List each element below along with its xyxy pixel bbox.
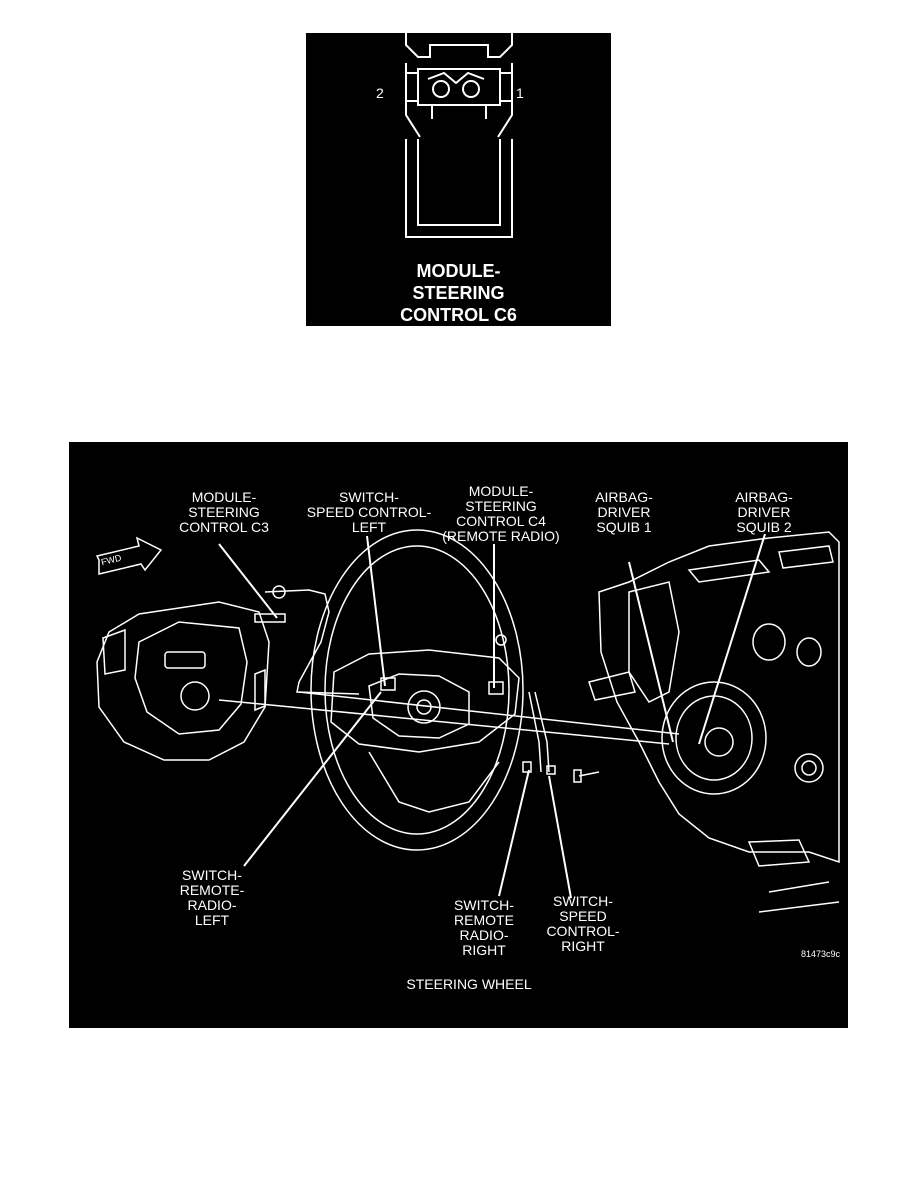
- pin-2-label: 2: [376, 85, 384, 101]
- instrument-panel: [598, 531, 840, 864]
- connector-c6-figure: 2 1 MODULE- STEERING CONTROL C6: [306, 33, 611, 326]
- connector-c6-drawing: [405, 33, 513, 238]
- callout-module-c3: MODULE- STEERING CONTROL C3: [179, 489, 269, 535]
- leader-speed-left: [366, 535, 386, 687]
- steering-wheel-figure: FWD MODULE- STEERING CONTROL C3 SWITCH- …: [69, 442, 848, 1028]
- clockspring: [661, 681, 767, 795]
- callout-module-c4: MODULE- STEERING CONTROL C4 (REMOTE RADI…: [442, 483, 560, 544]
- leader-radio-right: [498, 769, 530, 897]
- leader-radio-left: [243, 691, 382, 867]
- airbag-module-shape: [96, 601, 270, 761]
- callout-airbag-squib-1: AIRBAG- DRIVER SQUIB 1: [595, 489, 653, 535]
- callout-speed-control-left: SWITCH- SPEED CONTROL- LEFT: [306, 489, 432, 535]
- steering-wheel-rim: [310, 529, 524, 851]
- pin-1-label: 1: [516, 85, 524, 101]
- leader-speed-right: [548, 775, 572, 899]
- figure-caption: STEERING WHEEL: [406, 976, 532, 992]
- fwd-arrow-icon: [95, 536, 163, 575]
- leader-squib2: [698, 533, 766, 745]
- callout-remote-radio-left: SWITCH- REMOTE- RADIO- LEFT: [179, 867, 245, 928]
- callout-remote-radio-right: SWITCH- REMOTE RADIO- RIGHT: [454, 897, 514, 958]
- callout-speed-control-right: SWITCH- SPEED CONTROL- RIGHT: [546, 893, 620, 954]
- leader-module-c3: [218, 543, 278, 619]
- figure-code: 81473c9c: [801, 949, 841, 959]
- connector-c6-title: MODULE- STEERING CONTROL C6: [400, 261, 517, 325]
- callout-airbag-squib-2: AIRBAG- DRIVER SQUIB 2: [735, 489, 793, 535]
- leader-squib1: [628, 561, 674, 743]
- steering-wheel-drawing: [95, 529, 840, 913]
